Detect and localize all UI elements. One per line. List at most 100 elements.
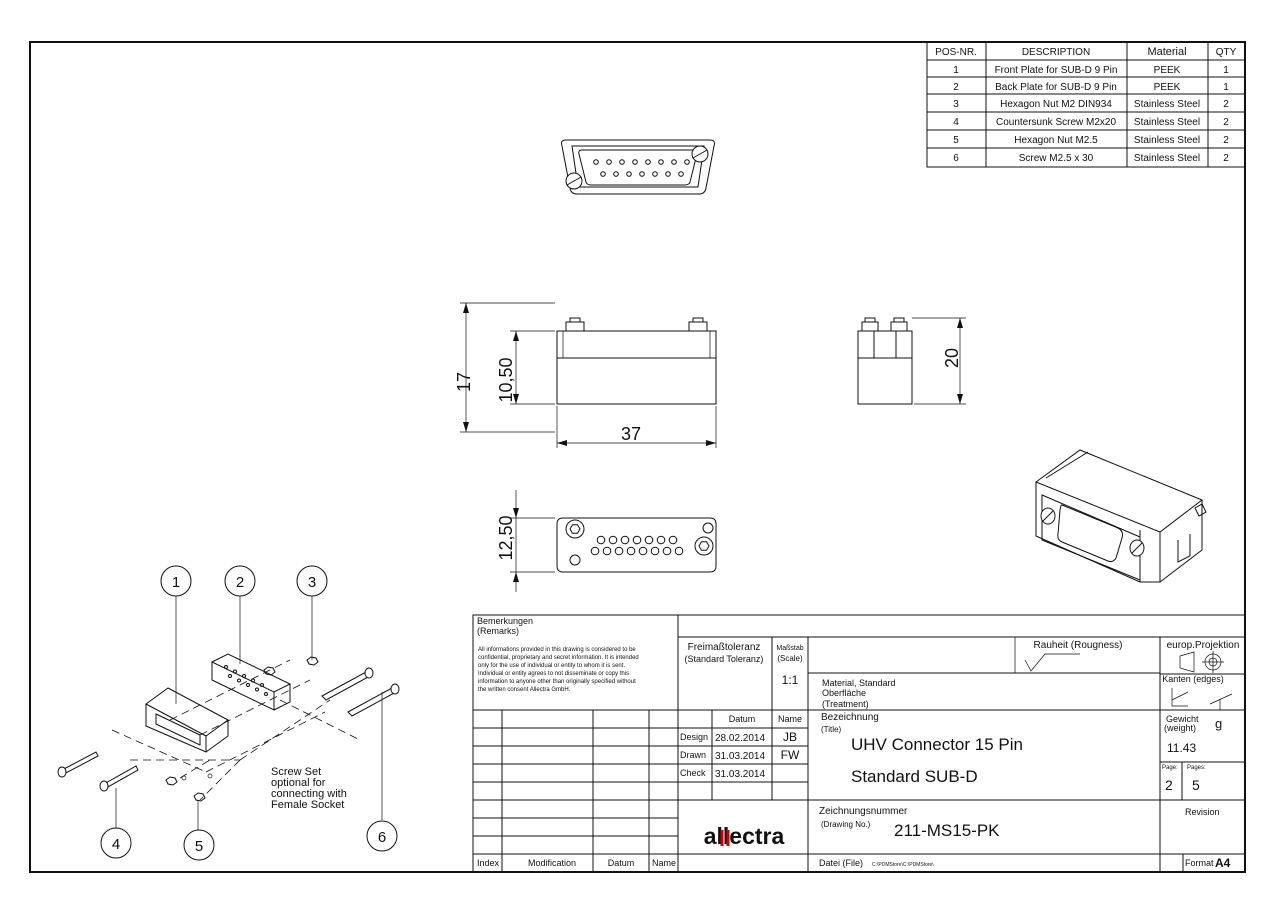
pin-hole [650,546,660,556]
weight-label: Gewicht [1166,714,1199,724]
revision-label: Revision [1185,807,1220,817]
pin-hole [246,683,250,687]
material-line: Oberfläche [822,688,866,698]
bom-cell: Hexagon Nut M2.5 [1014,135,1098,146]
pin-hole [613,171,619,177]
scale-value: 1:1 [782,673,799,687]
pin-hole [626,546,636,556]
bom-cell: 2 [1223,117,1229,128]
bom-cell: PEEK [1154,65,1181,76]
pin-hole [602,546,612,556]
balloon [183,829,215,861]
bom-cell: 6 [953,153,959,164]
weight-value: 11.43 [1167,741,1196,755]
title-block: Bemerkungen (Remarks) All informations p… [472,614,1246,873]
bom-cell: 4 [953,117,959,128]
bom-cell: Stainless Steel [1134,135,1200,146]
balloon-label: 5 [195,838,203,855]
pin-holes [590,535,684,556]
remarks-text: only for the use of individual or entity… [478,663,625,669]
pin-hole [242,674,246,678]
scale-label: Maßstab [776,645,803,652]
front-view: 17 10,50 37 [454,302,717,448]
edges-label: Kanten (edges) [1162,674,1224,684]
file-label: Datei (File) [819,858,863,868]
pin-hole [590,546,600,556]
pin-hole [639,171,645,177]
dim-length: 37 [621,424,641,444]
pin-hole [658,159,664,165]
index-label: Index [477,858,500,868]
bom-cell: Countersunk Screw M2x20 [996,117,1116,128]
pin-hole [593,159,599,165]
bom-cell: 3 [953,99,959,110]
bom-cell: 5 [953,135,959,146]
tolerance-title: Freimaßtoleranz [688,642,761,653]
scale-label-en: (Scale) [777,654,803,663]
remarks-text: the written consent Allectra GmbH. [478,687,571,693]
remarks-text: confidential, proprietary and secret inf… [478,655,639,661]
weight-unit: g [1215,716,1222,731]
drawing-no-label-en: (Drawing No.) [821,820,871,829]
pin-hole [619,159,625,165]
screw-set-note: Screw Set [271,766,321,778]
screw-set-note: connecting with [271,788,347,800]
pin-hole [620,535,630,545]
pin-hole [606,159,612,165]
pin-hole [684,159,690,165]
pin-hole [662,546,672,556]
remarks-subtitle: (Remarks) [477,626,519,636]
edges-icon [1171,688,1189,707]
pin-hole [638,546,648,556]
datum-bottom-label: Datum [608,858,635,868]
file-path: C:\PDMStore\C:\PDMStore\ [872,862,934,868]
pin-hole [626,171,632,177]
bom-cell: 2 [1223,135,1229,146]
bom-header-qty: QTY [1216,47,1237,58]
design-name: JB [783,730,797,744]
remarks-text: Individual or entity agrees to not disse… [478,671,629,677]
bom-cell: Hexagon Nut M2 DIN934 [1000,99,1112,110]
bom-cell: 1 [1223,82,1229,93]
balloon [224,565,256,597]
format-value: A4 [1215,856,1231,870]
pin-hole [224,665,228,669]
balloon-label: 3 [308,574,316,591]
modification-label: Modification [528,858,576,868]
name-bottom-label: Name [652,858,676,868]
pin-hole [260,683,264,687]
balloon [160,565,192,597]
drawn-label: Drawn [680,750,706,760]
dim-bottom-height: 12,50 [496,515,516,560]
balloon [296,565,328,597]
pin-hole [264,692,268,696]
bom-cell: Stainless Steel [1134,99,1200,110]
pin-hole [652,171,658,177]
pin-hole [656,535,666,545]
design-label: Design [680,732,708,742]
bom-cell: Front Plate for SUB-D 9 Pin [995,65,1118,76]
pin-hole [596,535,606,545]
pin-hole [251,678,255,683]
page-value: 2 [1165,777,1173,793]
balloon-label: 6 [378,829,386,846]
pin-hole [600,171,606,177]
bom-header-description: DESCRIPTION [1022,47,1090,58]
balloon-label: 1 [172,574,180,591]
bom-cell: 2 [1223,99,1229,110]
pin-hole [644,535,654,545]
remarks-title: Bemerkungen [477,616,533,626]
drawing-no-label: Zeichnungsnummer [819,806,908,817]
exploded-view: 1 2 3 4 5 6 Screw Set optional for conne… [57,565,400,861]
check-date: 31.03.2014 [715,769,765,780]
pin-hole [632,159,638,165]
pin-hole [233,669,237,674]
screw-set-note: optional for [271,777,326,789]
bom-cell: 2 [953,82,959,93]
bom-cell: Screw M2.5 x 30 [1019,153,1094,164]
drawn-date: 31.03.2014 [715,751,765,762]
pin-hole [228,674,232,678]
format-label: Format [1185,858,1214,868]
bottom-view: 12,50 [496,490,717,592]
